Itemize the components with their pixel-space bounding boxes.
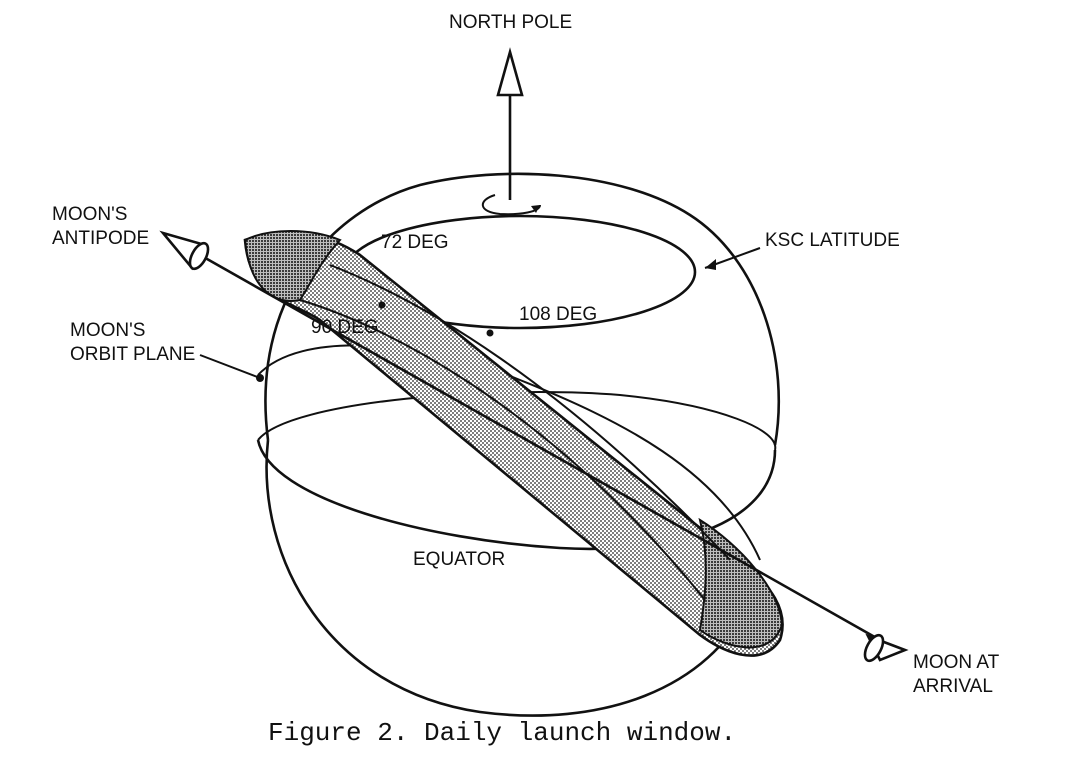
figure-caption: Figure 2. Daily launch window.: [268, 718, 736, 748]
label-90-deg: 90 DEG: [311, 317, 379, 338]
antipode-cone-base: [188, 241, 210, 271]
deg-90-marker: [378, 301, 386, 309]
label-moons-antipode-1: MOON'S: [52, 204, 127, 225]
deg-108-marker: [486, 329, 494, 337]
label-moons-antipode-2: ANTIPODE: [52, 228, 149, 249]
north-pole-arrow-icon: [496, 47, 524, 97]
orbit-plane-back: [257, 344, 761, 561]
orbit-plane-leader-line: [199, 354, 261, 379]
orbit-plane-marker: [256, 374, 264, 382]
band-inner-line-2: [299, 299, 706, 601]
equator-back: [257, 391, 777, 451]
band-inner-line: [329, 264, 731, 561]
label-108-deg: 108 DEG: [519, 304, 597, 325]
lower-sphere-outline: [265, 439, 752, 717]
label-orbit-plane-1: MOON'S: [70, 320, 145, 341]
moon-direction-axis: [199, 253, 881, 642]
label-orbit-plane-2: ORBIT PLANE: [70, 344, 195, 365]
ksc-leader-arrowhead: [705, 259, 716, 270]
equator-ellipse: [256, 439, 777, 551]
label-moon-arrival-2: ARRIVAL: [913, 676, 993, 697]
rotation-arrow-icon: [481, 194, 541, 216]
label-ksc-latitude: KSC LATITUDE: [765, 230, 900, 251]
label-72-deg: 72 DEG: [381, 232, 449, 253]
label-equator: EQUATOR: [413, 549, 505, 570]
launch-window-band-dark-right: [698, 517, 784, 649]
launch-window-band: [243, 231, 784, 657]
label-north-pole: NORTH POLE: [449, 12, 572, 33]
arrival-cone-base: [863, 633, 885, 663]
launch-window-band-dark-left: [243, 230, 342, 302]
rotation-arrowhead: [531, 205, 540, 213]
label-moon-arrival-1: MOON AT: [913, 652, 1000, 673]
